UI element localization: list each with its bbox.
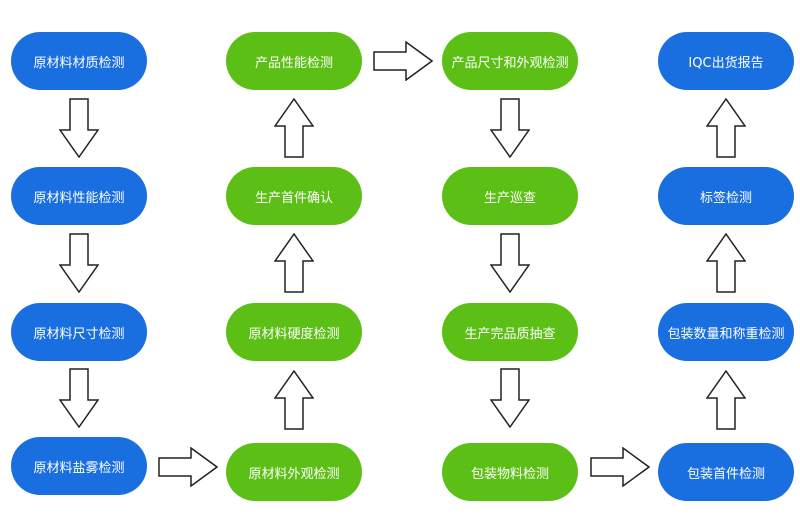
node-label: 包装物料检测	[470, 466, 549, 482]
arrow-right-icon	[590, 447, 650, 487]
node-raw-material-composition-test: 原材料材质检测	[11, 32, 147, 90]
node-label: 原材料尺寸检测	[33, 326, 125, 342]
arrow-down-icon	[490, 98, 530, 158]
node-product-performance-test: 产品性能检测	[226, 32, 362, 90]
node-packaging-first-article-test: 包装首件检测	[658, 443, 794, 501]
node-raw-material-hardness-test: 原材料硬度检测	[226, 303, 362, 361]
arrow-down-icon	[490, 368, 530, 428]
arrow-up-icon	[274, 233, 314, 293]
node-raw-material-salt-spray-test: 原材料盐雾检测	[11, 437, 147, 495]
node-label: 生产巡查	[483, 190, 536, 206]
arrow-up-icon	[706, 98, 746, 158]
node-label: 产品尺寸和外观检测	[451, 55, 569, 71]
arrow-down-icon	[490, 233, 530, 293]
arrow-up-icon	[706, 370, 746, 430]
node-iqc-shipment-report: IQC出货报告	[658, 32, 794, 90]
node-first-article-confirmation: 生产首件确认	[226, 167, 362, 225]
node-label: 包装数量和称重检测	[667, 326, 785, 342]
arrow-down-icon	[59, 368, 99, 428]
node-label: 包装首件检测	[686, 466, 765, 482]
node-product-dimension-appearance-test: 产品尺寸和外观检测	[442, 32, 578, 90]
arrow-up-icon	[706, 233, 746, 293]
node-label: 生产完品质抽查	[464, 326, 556, 342]
node-raw-material-dimension-test: 原材料尺寸检测	[11, 303, 147, 361]
node-raw-material-appearance-test: 原材料外观检测	[226, 443, 362, 501]
node-label: 产品性能检测	[254, 55, 333, 71]
arrow-down-icon	[59, 98, 99, 158]
node-label: 生产首件确认	[254, 190, 333, 206]
node-label: 原材料硬度检测	[248, 326, 340, 342]
node-packaging-quantity-weight-test: 包装数量和称重检测	[658, 303, 794, 361]
node-label: 原材料外观检测	[248, 466, 340, 482]
node-finished-product-sampling: 生产完品质抽查	[442, 303, 578, 361]
arrow-up-icon	[274, 370, 314, 430]
arrow-down-icon	[59, 233, 99, 293]
node-production-patrol: 生产巡查	[442, 167, 578, 225]
node-label: IQC出货报告	[688, 55, 764, 71]
arrow-right-icon	[158, 447, 218, 487]
node-label: 原材料材质检测	[33, 55, 125, 71]
node-label: 原材料性能检测	[33, 190, 125, 206]
node-packaging-material-test: 包装物料检测	[442, 443, 578, 501]
arrow-up-icon	[274, 98, 314, 158]
node-label-test: 标签检测	[658, 167, 794, 225]
arrow-right-icon	[373, 41, 433, 81]
node-label: 原材料盐雾检测	[33, 460, 125, 476]
node-label: 标签检测	[699, 190, 752, 206]
node-raw-material-performance-test: 原材料性能检测	[11, 167, 147, 225]
